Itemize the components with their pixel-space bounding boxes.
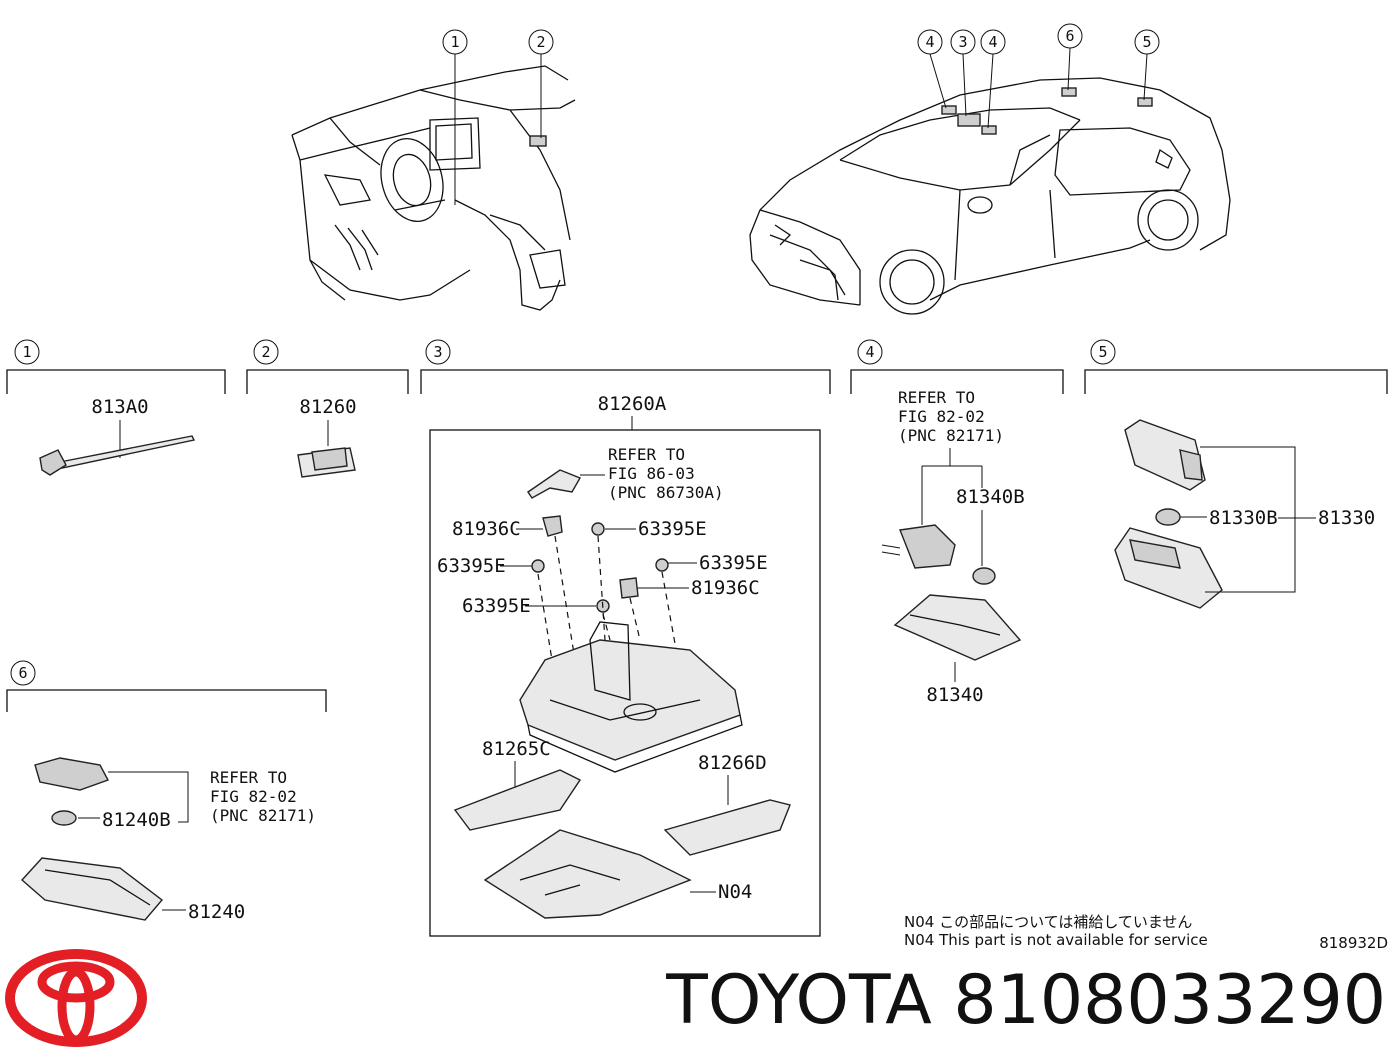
callout-6: 6 bbox=[10, 660, 36, 686]
svg-text:6: 6 bbox=[1065, 27, 1074, 45]
svg-text:1: 1 bbox=[450, 33, 459, 51]
callout-6-top: 6 bbox=[1057, 23, 1083, 49]
svg-text:FIG 82-02: FIG 82-02 bbox=[898, 407, 985, 426]
svg-text:63395E: 63395E bbox=[699, 552, 768, 574]
svg-text:REFER TO: REFER TO bbox=[210, 768, 287, 787]
section-callouts: 1 2 3 4 5 6 bbox=[10, 339, 1116, 686]
lamp-81240 bbox=[21, 857, 164, 921]
lens-81266D bbox=[663, 799, 791, 856]
callout-4-top-a: 4 bbox=[917, 29, 943, 55]
lamp-81340 bbox=[893, 594, 1022, 661]
svg-text:4: 4 bbox=[865, 343, 874, 361]
svg-text:81340: 81340 bbox=[926, 684, 983, 706]
callout-5: 5 bbox=[1090, 339, 1116, 365]
svg-text:(PNC 86730A): (PNC 86730A) bbox=[608, 483, 724, 502]
svg-text:81936C: 81936C bbox=[691, 577, 760, 599]
top-callouts: 1 2 4 3 4 6 5 bbox=[442, 23, 1160, 205]
svg-text:5: 5 bbox=[1098, 343, 1107, 361]
svg-text:FIG 82-02: FIG 82-02 bbox=[210, 787, 297, 806]
callout-4-top-b: 4 bbox=[980, 29, 1006, 55]
part-label-81260: 81260 bbox=[299, 396, 356, 418]
svg-text:81265C: 81265C bbox=[482, 738, 551, 760]
svg-text:63395E: 63395E bbox=[437, 555, 506, 577]
svg-text:4: 4 bbox=[988, 33, 997, 51]
svg-text:81330B: 81330B bbox=[1209, 507, 1278, 529]
part-label-813A0: 813A0 bbox=[91, 396, 148, 418]
callout-1: 1 bbox=[14, 339, 40, 365]
svg-text:4: 4 bbox=[925, 33, 934, 51]
svg-text:N04: N04 bbox=[718, 881, 752, 903]
note-jp: N04 この部品については補給していません bbox=[904, 913, 1192, 931]
svg-text:81340B: 81340B bbox=[956, 486, 1025, 508]
svg-text:REFER TO: REFER TO bbox=[608, 445, 685, 464]
toyota-logo-icon bbox=[5, 949, 147, 1047]
svg-text:81240B: 81240B bbox=[102, 809, 171, 831]
svg-text:FIG 86-03: FIG 86-03 bbox=[608, 464, 695, 483]
svg-text:81936C: 81936C bbox=[452, 518, 521, 540]
cover-N04 bbox=[483, 829, 692, 919]
section-2: 81260 bbox=[297, 396, 357, 478]
callout-2: 2 bbox=[253, 339, 279, 365]
callout-4: 4 bbox=[857, 339, 883, 365]
svg-text:63395E: 63395E bbox=[638, 518, 707, 540]
brand-title: TOYOTA 8108033290 bbox=[665, 961, 1386, 1040]
section-3: 81260A REFER TO FIG 86-03 (PNC 86730A) 8… bbox=[429, 393, 821, 937]
svg-text:3: 3 bbox=[433, 343, 442, 361]
svg-text:(PNC 82171): (PNC 82171) bbox=[898, 426, 1004, 445]
callout-2-top: 2 bbox=[528, 29, 554, 55]
section-1: 813A0 bbox=[39, 396, 196, 476]
assembly-box bbox=[429, 429, 821, 937]
svg-text:81240: 81240 bbox=[188, 901, 245, 923]
car-illustration bbox=[749, 77, 1231, 315]
callout-1-top: 1 bbox=[442, 29, 468, 55]
note-en: N04 This part is not available for servi… bbox=[904, 931, 1208, 949]
section-6: 81240B REFER TO FIG 82-02 (PNC 82171) 81… bbox=[21, 757, 316, 923]
section-brackets bbox=[6, 369, 1388, 712]
svg-text:81266D: 81266D bbox=[698, 752, 767, 774]
svg-text:3: 3 bbox=[958, 33, 967, 51]
svg-text:63395E: 63395E bbox=[462, 595, 531, 617]
callout-5-top: 5 bbox=[1134, 29, 1160, 55]
callout-3-top: 3 bbox=[950, 29, 976, 55]
svg-text:REFER TO: REFER TO bbox=[898, 388, 975, 407]
dashboard-illustration bbox=[291, 65, 576, 311]
notes: N04 この部品については補給していません N04 This part is n… bbox=[904, 913, 1388, 952]
svg-text:6: 6 bbox=[18, 664, 27, 682]
svg-text:2: 2 bbox=[261, 343, 270, 361]
section-5: 81330B 81330 bbox=[1114, 419, 1375, 609]
svg-text:1: 1 bbox=[22, 343, 31, 361]
lens-81265C bbox=[453, 769, 582, 831]
section-4: REFER TO FIG 82-02 (PNC 82171) 81340B 81… bbox=[881, 388, 1025, 706]
callout-3: 3 bbox=[425, 339, 451, 365]
figure-code: 818932D bbox=[1319, 934, 1388, 952]
svg-text:5: 5 bbox=[1142, 33, 1151, 51]
svg-text:2: 2 bbox=[536, 33, 545, 51]
svg-text:(PNC 82171): (PNC 82171) bbox=[210, 806, 316, 825]
part-label-81260A: 81260A bbox=[598, 393, 667, 415]
svg-text:81330: 81330 bbox=[1318, 507, 1375, 529]
